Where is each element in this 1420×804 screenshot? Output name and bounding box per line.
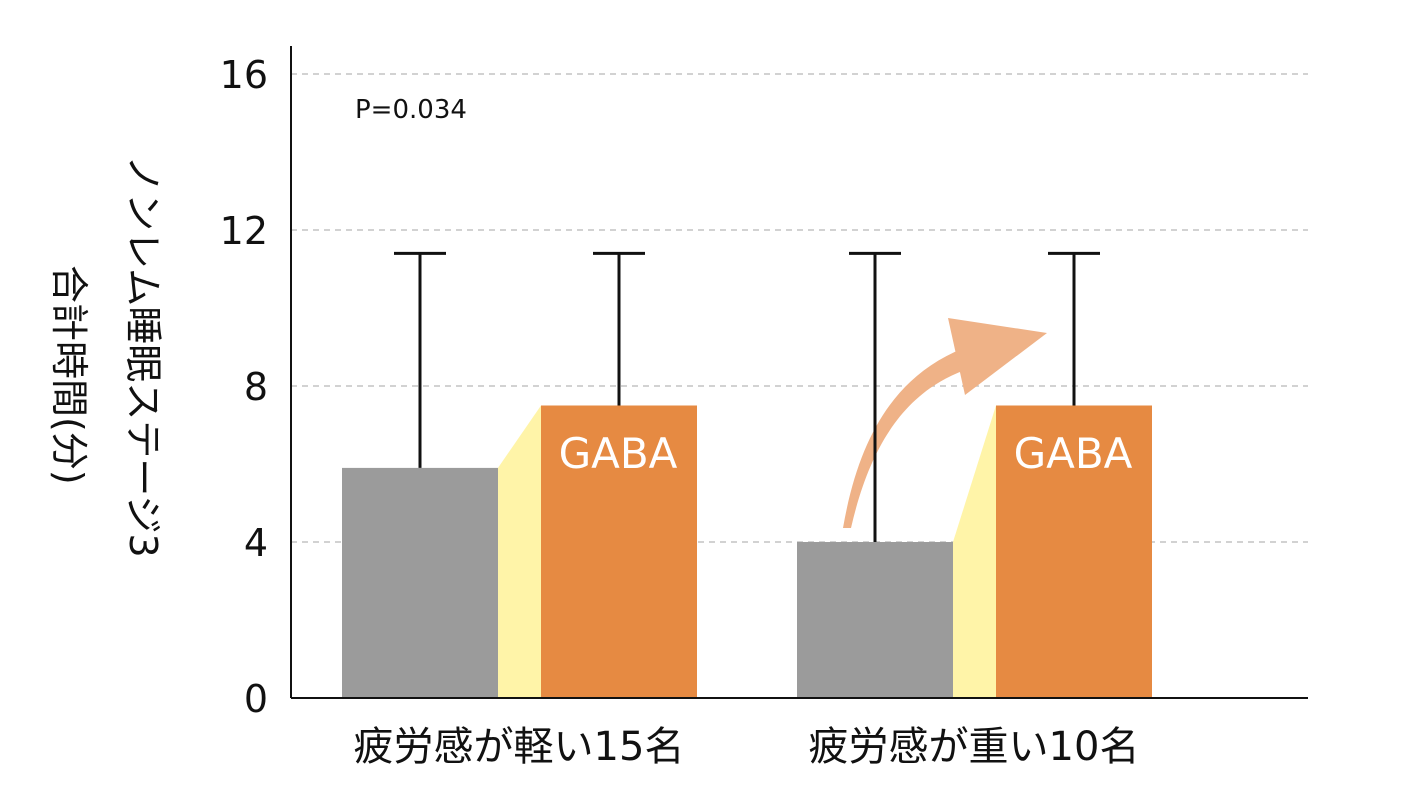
axis-layer [290,46,1308,699]
bar-control-1 [797,542,953,698]
y-tick-label-3: 12 [220,209,268,253]
curved-arrow-head [948,318,1047,395]
bar-connector-0 [498,405,541,698]
y-tick-label-2: 8 [244,365,268,409]
bars-layer [342,405,1152,698]
y-axis-label-line1: ノンレム睡眠ステージ3 [121,155,165,558]
y-tick-label-1: 4 [244,521,268,565]
y-tick-label-0: 0 [244,677,268,721]
error-layer [394,251,1100,542]
bar-label-gaba-0: GABA [559,429,678,478]
bar-control-0 [342,467,498,698]
bar-gaba-0 [541,405,697,698]
arrow-layer [843,318,1047,528]
y-tick-label-4: 16 [220,53,268,97]
text-layer: P=0.034 ノンレム睡眠ステージ3 合計時間(分) 疲労感が軽い15名 疲労… [47,53,1139,770]
bar-label-gaba-1: GABA [1014,429,1133,478]
x-category-label-0: 疲労感が軽い15名 [354,724,685,770]
bar-gaba-1 [996,405,1152,698]
bar-connector-1 [953,405,996,698]
y-axis-label-line2: 合計時間(分) [47,265,91,485]
curved-arrow-shaft [843,345,972,528]
x-category-label-1: 疲労感が重い10名 [809,724,1140,770]
annotation-p-value: P=0.034 [355,95,467,125]
